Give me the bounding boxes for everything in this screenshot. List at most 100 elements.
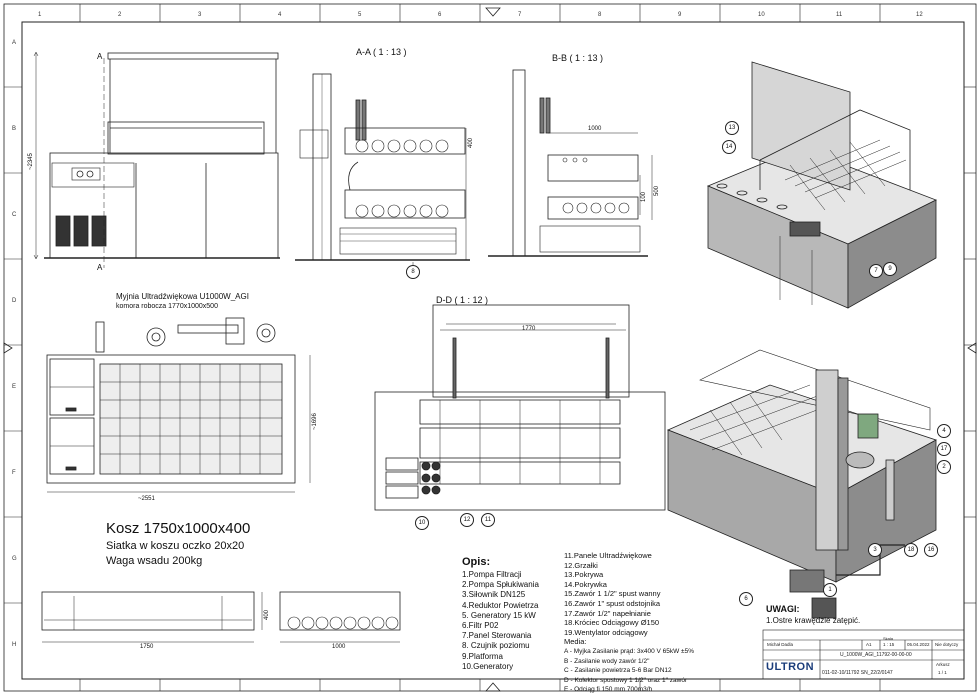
callout-balloon: 9	[883, 262, 897, 276]
iso-view-open	[666, 349, 937, 619]
grid-number: 12	[916, 12, 923, 18]
legend-item: 1.Pompa Filtracji	[462, 570, 522, 579]
media-item: E - Odciąg fi 150 mm 700m3/h	[564, 686, 653, 694]
front-view	[33, 51, 280, 268]
legend-item: 19.Wentylator odciągowy	[564, 627, 648, 637]
center-mark-right	[967, 342, 977, 354]
section-aa	[295, 73, 470, 268]
center-mark-bottom	[485, 682, 501, 692]
grid-letter: F	[12, 470, 16, 476]
brand-logo: ULTRON	[766, 661, 815, 673]
dim-bb-h1: 100	[641, 191, 647, 202]
media-heading: Media:	[564, 637, 587, 647]
legend-item: 12.Grzałki	[564, 560, 598, 570]
center-mark-top	[485, 7, 501, 17]
legend-item: 16.Zawór 1" spust odstojnika	[564, 598, 661, 608]
dim-bb-h2: 500	[654, 185, 660, 196]
dim-dd-width: 1770	[522, 326, 536, 332]
dim-bb-width: 1000	[588, 126, 602, 132]
grid-number: 5	[358, 12, 362, 18]
tb-status: Nie dotyczy	[935, 642, 959, 647]
section-bb	[488, 69, 653, 257]
legend-item: 13.Pokrywa	[564, 570, 604, 580]
iso-view-closed	[706, 61, 937, 309]
dim-height-front: ~2345	[28, 153, 34, 170]
machine-caption-chamber: komora robocza 1770x1000x500	[116, 303, 218, 310]
tb-sheet: 1 / 1	[938, 670, 947, 675]
grid-number: 6	[438, 12, 442, 18]
legend-item: 6.Filtr P02	[462, 621, 499, 631]
legend-item: 17.Zawór 1/2" napełnianie	[564, 608, 651, 618]
legend-item: 4.Reduktor Powietrza	[462, 600, 539, 610]
legend-item: 8. Czujnik poziomu	[462, 641, 530, 651]
cut-label-a-bottom: A	[97, 263, 103, 272]
cut-label-a-top: A	[97, 52, 103, 61]
basket-title: Kosz 1750x1000x400	[106, 520, 251, 537]
view-label-aa: A-A ( 1 : 13 )	[356, 47, 407, 57]
tb-scale: 1 : 15	[883, 642, 895, 647]
grid-letter: C	[12, 212, 17, 218]
center-mark-left	[3, 342, 13, 354]
tb-drawing-no: U_1000W_AGI_11792-00-00-00	[840, 652, 912, 658]
basket-mesh: Siatka w koszu oczko 20x20	[106, 540, 245, 552]
grid-number: 10	[758, 12, 765, 18]
grid-letter: E	[12, 384, 17, 390]
grid-letter: A	[12, 40, 17, 46]
media-item: A - Myjka Zasilanie prąd: 3x400 V 65kW ±…	[564, 647, 695, 655]
callout-balloon: 7	[869, 264, 883, 278]
grid-number: 11	[836, 12, 843, 18]
legend-col2: 11.Panele Ultradźwiękowe 12.Grzałki 13.P…	[564, 551, 694, 695]
callout-balloon: 3	[868, 543, 882, 557]
section-dd	[374, 304, 666, 511]
media-item: B - Zasilanie wody zawór 1/2"	[564, 657, 650, 665]
legend-item: 18.Króciec Odciągowy Ø150	[564, 618, 660, 628]
basket-load: Waga wsadu 200kg	[106, 555, 203, 567]
grid-letter: B	[12, 126, 17, 132]
legend-item: 3.Siłownik DN125	[462, 590, 526, 600]
callout-balloon: 10	[415, 516, 429, 530]
callout-balloon: 2	[937, 460, 951, 474]
grid-number: 3	[198, 12, 202, 18]
media-item: C - Zasilanie powietrza 5-6 Bar DN12	[564, 667, 672, 675]
grid-number: 2	[118, 12, 122, 18]
legend-item: 10.Generatory	[462, 661, 514, 671]
dim-height-plan: ~1696	[312, 413, 318, 430]
dim-basket-h: 400	[264, 609, 270, 620]
callout-balloon: 13	[725, 121, 739, 135]
dim-basket-len: 1750	[140, 644, 154, 650]
callout-balloon: 1	[823, 583, 837, 597]
grid-number: 4	[278, 12, 282, 18]
callout-balloon: 16	[924, 543, 938, 557]
legend-item: 5. Generatory 15 kW	[462, 610, 536, 620]
legend-item: 9.Platforma	[462, 651, 503, 661]
dim-width-plan: ~2551	[138, 496, 155, 502]
grid-letter: D	[12, 298, 17, 304]
callout-balloon: 12	[460, 513, 474, 527]
grid-letter: G	[12, 556, 17, 562]
media-item: D - Kolektor spustowy 1 1/2" oraz 1" zaw…	[564, 676, 688, 684]
legend-item: 2.Pompa Spłukiwania	[462, 580, 539, 590]
tb-doc-no: 011-02-10/11792 SN_22/2/0147	[822, 670, 893, 676]
grid-number: 7	[518, 12, 522, 18]
legend-col1: 1.Pompa Filtracji 2.Pompa Spłukiwania 3.…	[462, 570, 539, 672]
dim-basket-w: 1000	[332, 644, 346, 650]
view-label-dd: D-D ( 1 : 12 )	[436, 295, 489, 305]
callout-balloon: 18	[904, 543, 918, 557]
dim-aa-h: 400	[468, 137, 474, 148]
machine-caption-title: Myjnia Ultradźwiękowa U1000W_AGI	[116, 292, 249, 301]
view-label-bb: B-B ( 1 : 13 )	[552, 53, 604, 63]
legend-item: 15.Zawór 1 1/2" spust wanny	[564, 589, 661, 599]
tb-date: 05.04.2022	[907, 642, 930, 647]
title-block-frame	[762, 629, 965, 680]
tb-sheet-size: A1	[866, 642, 872, 647]
legend-heading: Opis:	[462, 556, 491, 568]
basket-side-view	[41, 591, 263, 643]
callout-balloon: 14	[722, 140, 736, 154]
warning-title: UWAGI:	[766, 604, 800, 614]
warning-text: 1.Ostre krawędzie zatępić.	[766, 616, 861, 625]
tb-author: Michał Dadla	[767, 642, 794, 647]
legend-item: 14.Pokrywka	[564, 579, 607, 589]
grid-letter: H	[12, 642, 17, 648]
tb-sheet-label: Arkusz	[936, 662, 950, 667]
